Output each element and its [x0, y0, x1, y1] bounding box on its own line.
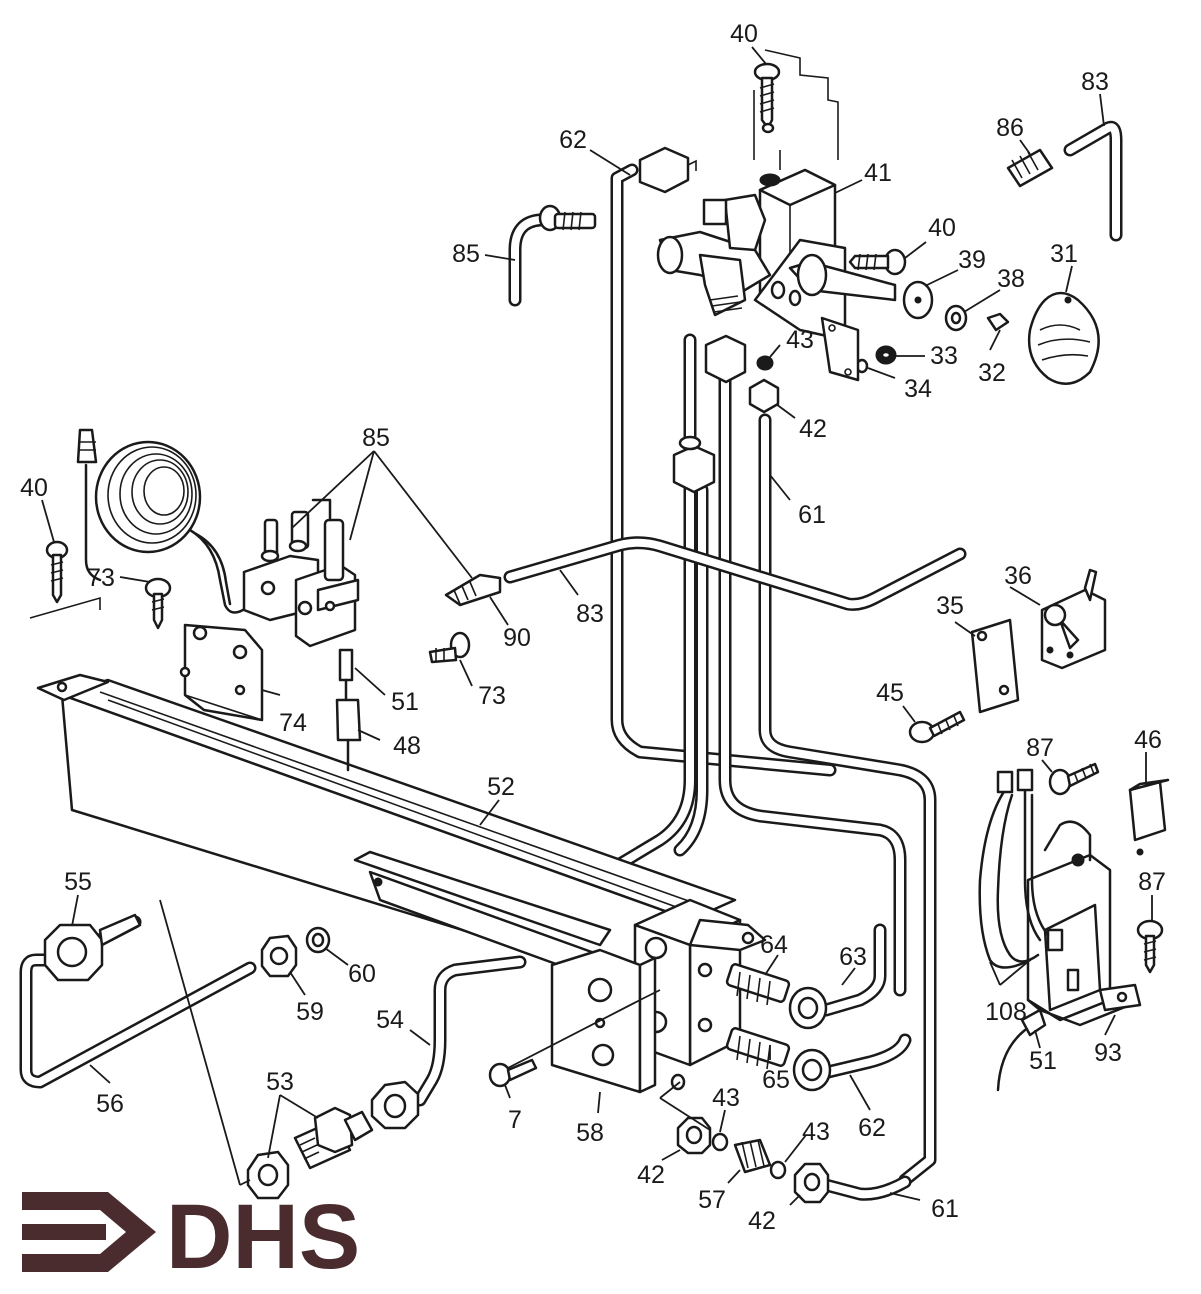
nut-54 [370, 1080, 420, 1130]
callout-90: 90 [503, 624, 531, 652]
callout-63: 63 [839, 943, 867, 971]
bottom-fittings [670, 1073, 830, 1204]
callout-56: 56 [96, 1090, 124, 1118]
screw-73-right [428, 631, 471, 664]
callout-7: 7 [508, 1106, 522, 1134]
nut-55 [43, 913, 142, 982]
gas-valve [638, 146, 897, 494]
callout-83: 83 [1081, 68, 1109, 96]
callout-52: 52 [487, 773, 515, 801]
screw-40-top [753, 49, 839, 187]
callout-36: 36 [1004, 562, 1032, 590]
callout-62: 62 [559, 126, 587, 154]
fitting-53 [246, 1106, 374, 1200]
callout-54: 54 [376, 1006, 404, 1034]
callout-34: 34 [904, 375, 932, 403]
screw-45 [908, 710, 966, 744]
callout-43: 43 [786, 326, 814, 354]
ring-60 [305, 926, 331, 954]
igniter-module [978, 768, 1142, 1092]
callout-73: 73 [478, 682, 506, 710]
leader-lines [41, 46, 1153, 1206]
arrow-icon [22, 1192, 156, 1272]
callout-39: 39 [958, 246, 986, 274]
callout-46: 46 [1134, 726, 1162, 754]
logo-text: DHS [166, 1186, 360, 1288]
callout-35: 35 [936, 592, 964, 620]
callout-57: 57 [698, 1186, 726, 1214]
callout-31: 31 [1050, 240, 1078, 268]
fitting-90 [444, 573, 502, 607]
callout-60: 60 [348, 960, 376, 988]
callout-51: 51 [1029, 1047, 1057, 1075]
callout-62: 62 [858, 1114, 886, 1142]
callout-45: 45 [876, 679, 904, 707]
callout-93: 93 [1094, 1039, 1122, 1067]
callout-55: 55 [64, 868, 92, 896]
callout-43: 43 [712, 1084, 740, 1112]
callout-65: 65 [762, 1066, 790, 1094]
orifice-fittings [697, 962, 832, 1092]
screw-7 [488, 1058, 538, 1088]
bracket-74 [179, 623, 264, 722]
callout-40: 40 [928, 214, 956, 242]
callout-labels: 40 83 86 62 41 85 40 31 39 38 43 33 32 3… [20, 20, 1166, 1235]
screw-87a [1048, 762, 1100, 796]
callout-38: 38 [997, 265, 1025, 293]
screw-73-left [144, 577, 172, 630]
pilot-connector-85 [538, 204, 597, 232]
knob-parts [748, 280, 1100, 414]
callout-86: 86 [996, 114, 1024, 142]
callout-33: 33 [930, 342, 958, 370]
callout-41: 41 [864, 159, 892, 187]
callout-51: 51 [391, 688, 419, 716]
callout-74: 74 [279, 709, 307, 737]
callout-42: 42 [799, 415, 827, 443]
nut-59 [260, 934, 298, 978]
callout-87: 87 [1138, 868, 1166, 896]
cap-46 [1128, 778, 1170, 856]
callout-85: 85 [362, 424, 390, 452]
screw-40-left [29, 540, 101, 619]
callout-48: 48 [393, 732, 421, 760]
callout-59: 59 [296, 998, 324, 1026]
switch-assembly [970, 568, 1107, 714]
callout-108: 108 [985, 998, 1027, 1026]
fitting-86 [1006, 148, 1054, 188]
callout-43: 43 [802, 1118, 830, 1146]
burner-assembly [36, 673, 767, 1067]
pilot-assembly [76, 428, 360, 648]
callout-53: 53 [266, 1068, 294, 1096]
screw-40-mid [848, 248, 907, 276]
dhs-logo: DHS [22, 1186, 360, 1288]
callout-32: 32 [978, 359, 1006, 387]
screw-87b [1136, 919, 1164, 974]
callout-42: 42 [637, 1161, 665, 1189]
bracket-58 [550, 948, 657, 1094]
callout-83: 83 [576, 600, 604, 628]
callout-64: 64 [760, 931, 788, 959]
callout-40: 40 [20, 474, 48, 502]
callout-73: 73 [87, 564, 115, 592]
callout-42: 42 [748, 1207, 776, 1235]
clip-51-48 [335, 648, 362, 772]
tubing [19, 120, 1123, 1201]
callout-61: 61 [798, 501, 826, 529]
callout-85: 85 [452, 240, 480, 268]
callout-58: 58 [576, 1119, 604, 1147]
callout-61: 61 [931, 1195, 959, 1223]
callout-40: 40 [730, 20, 758, 48]
callout-87: 87 [1026, 734, 1054, 762]
